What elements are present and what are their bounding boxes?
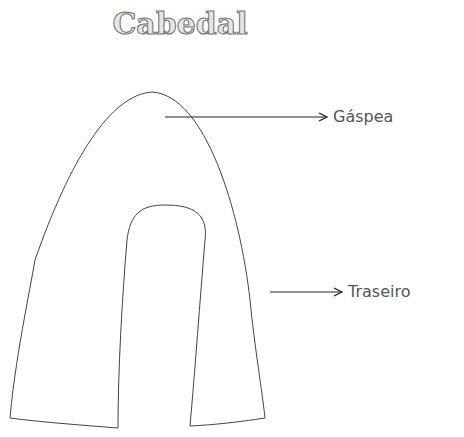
leader-line (165, 117, 327, 118)
diagram-title: Cabedal (112, 6, 247, 42)
part-label: Gáspea (333, 107, 393, 127)
upper-outline (10, 92, 265, 428)
part-label: Traseiro (348, 282, 410, 302)
leader-line (270, 292, 342, 293)
